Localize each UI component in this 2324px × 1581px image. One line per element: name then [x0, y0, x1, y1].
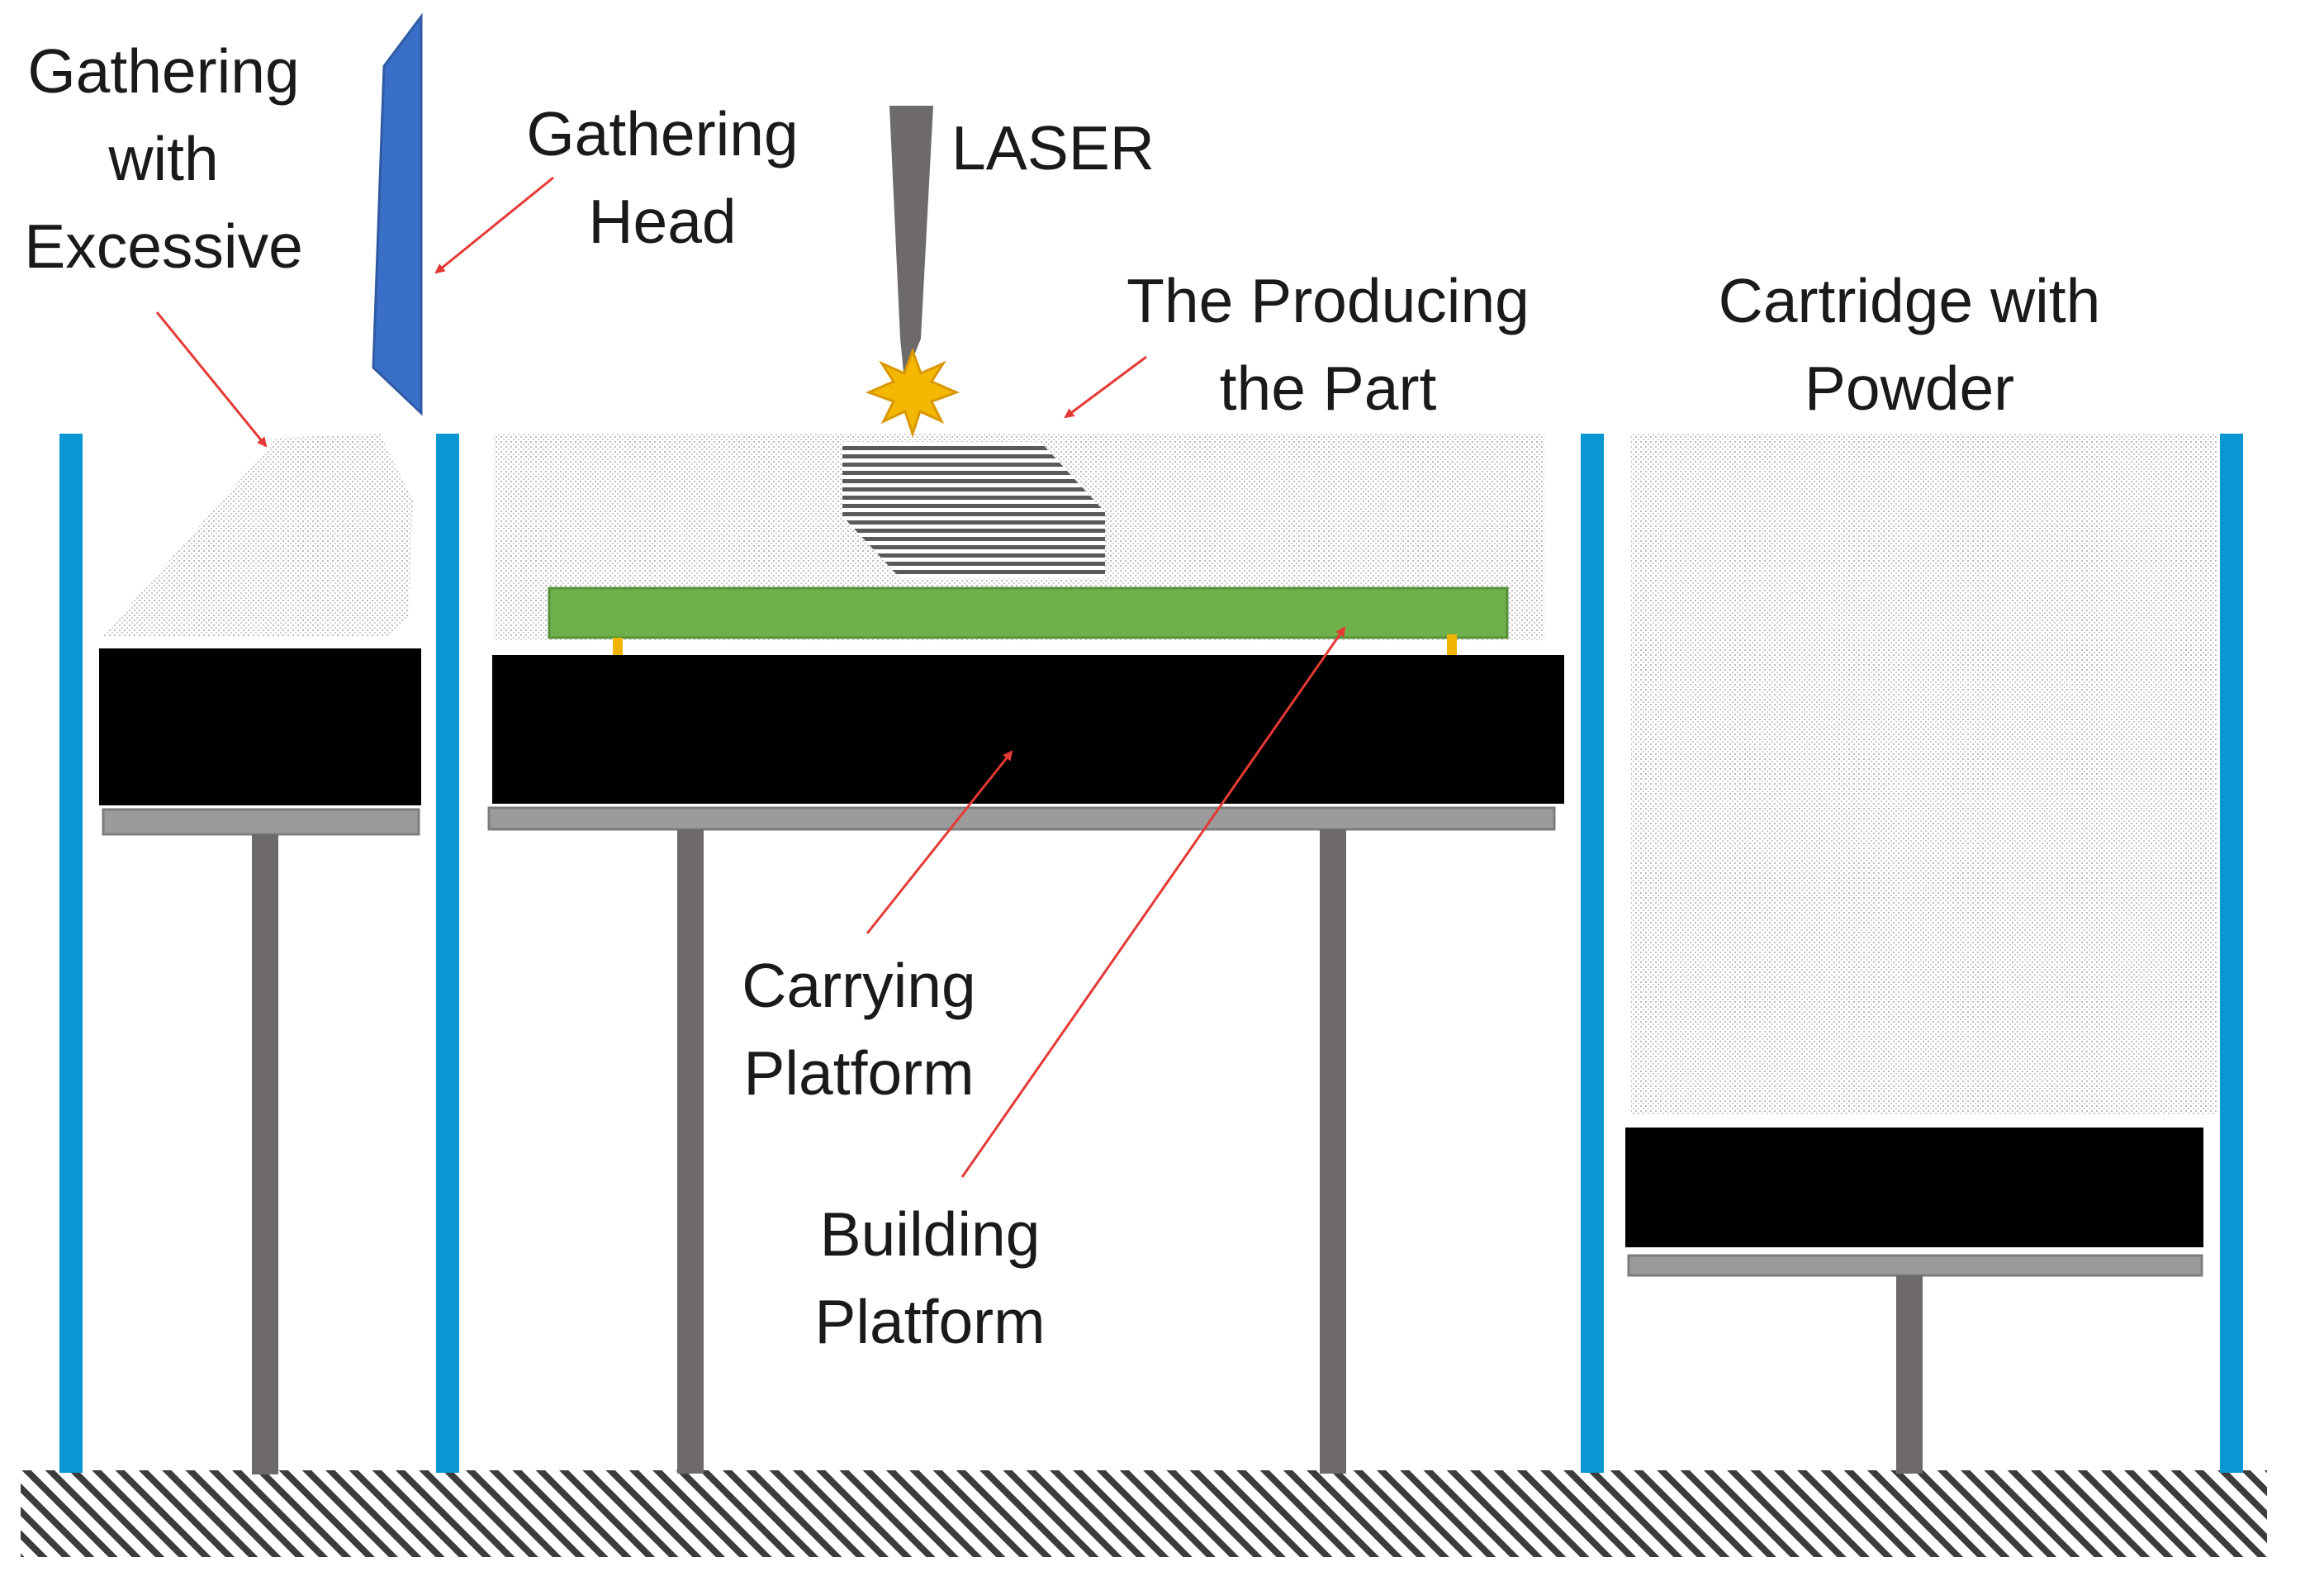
- arrow-carrying-platform: [866, 750, 1013, 934]
- gathering-grey-plate: [102, 808, 420, 836]
- arrow-gathering-head: [434, 176, 554, 274]
- middle-wall: [1581, 434, 1604, 1473]
- label-line: Building: [820, 1199, 1041, 1269]
- label-line: Carrying: [742, 951, 975, 1020]
- label-line: Gathering: [27, 36, 299, 106]
- label-gathering-excessive: Gathering with Excessive: [24, 36, 303, 281]
- cartridge-powder: [1631, 434, 2217, 1115]
- right-wall: [2220, 434, 2243, 1473]
- excess-powder-pile: [103, 434, 413, 636]
- carrying-grey-plate: [487, 806, 1556, 831]
- gathering-rod: [252, 834, 278, 1474]
- label-producing-part: The Producing the Part: [1126, 266, 1530, 423]
- label-building-platform: Building Platform: [814, 1199, 1045, 1356]
- label-line: with: [107, 124, 218, 193]
- support-pin-right: [1447, 634, 1457, 661]
- produced-part: [842, 442, 1105, 578]
- label-gathering-head: Gathering Head: [526, 99, 798, 256]
- label-cartridge-powder: Cartridge with Powder: [1719, 266, 2101, 423]
- building-platform: [548, 586, 1509, 639]
- carrying-rod-left: [677, 829, 704, 1474]
- gathering-black-block: [99, 648, 421, 805]
- cartridge-grey-plate: [1627, 1254, 2203, 1277]
- label-laser: LASER: [951, 113, 1155, 183]
- label-line: Gathering: [526, 99, 798, 169]
- label-line: Head: [588, 187, 736, 256]
- label-line: Cartridge with: [1719, 266, 2101, 335]
- label-line: The Producing: [1126, 266, 1530, 335]
- label-line: Excessive: [24, 211, 303, 281]
- arrow-building-platform: [960, 626, 1346, 1178]
- label-line: Platform: [743, 1038, 974, 1108]
- carrying-rod-right: [1320, 829, 1346, 1474]
- arrow-gathering-excessive: [155, 311, 268, 448]
- label-line: the Part: [1220, 354, 1437, 423]
- cartridge-rod: [1896, 1275, 1923, 1474]
- gathering-head-blade: [372, 12, 423, 416]
- label-line: Powder: [1805, 354, 2014, 423]
- left-wall-outer: [59, 434, 83, 1473]
- carrying-black-block: [492, 655, 1564, 804]
- label-carrying-platform: Carrying Platform: [742, 951, 975, 1108]
- arrow-producing-part: [1064, 355, 1147, 419]
- laser-beam: [889, 106, 933, 380]
- ground-hatch: [21, 1470, 2267, 1557]
- left-wall-inner: [436, 434, 459, 1473]
- cartridge-black-block: [1625, 1128, 2203, 1247]
- laser-spark: [865, 347, 960, 438]
- label-line: Platform: [814, 1287, 1045, 1356]
